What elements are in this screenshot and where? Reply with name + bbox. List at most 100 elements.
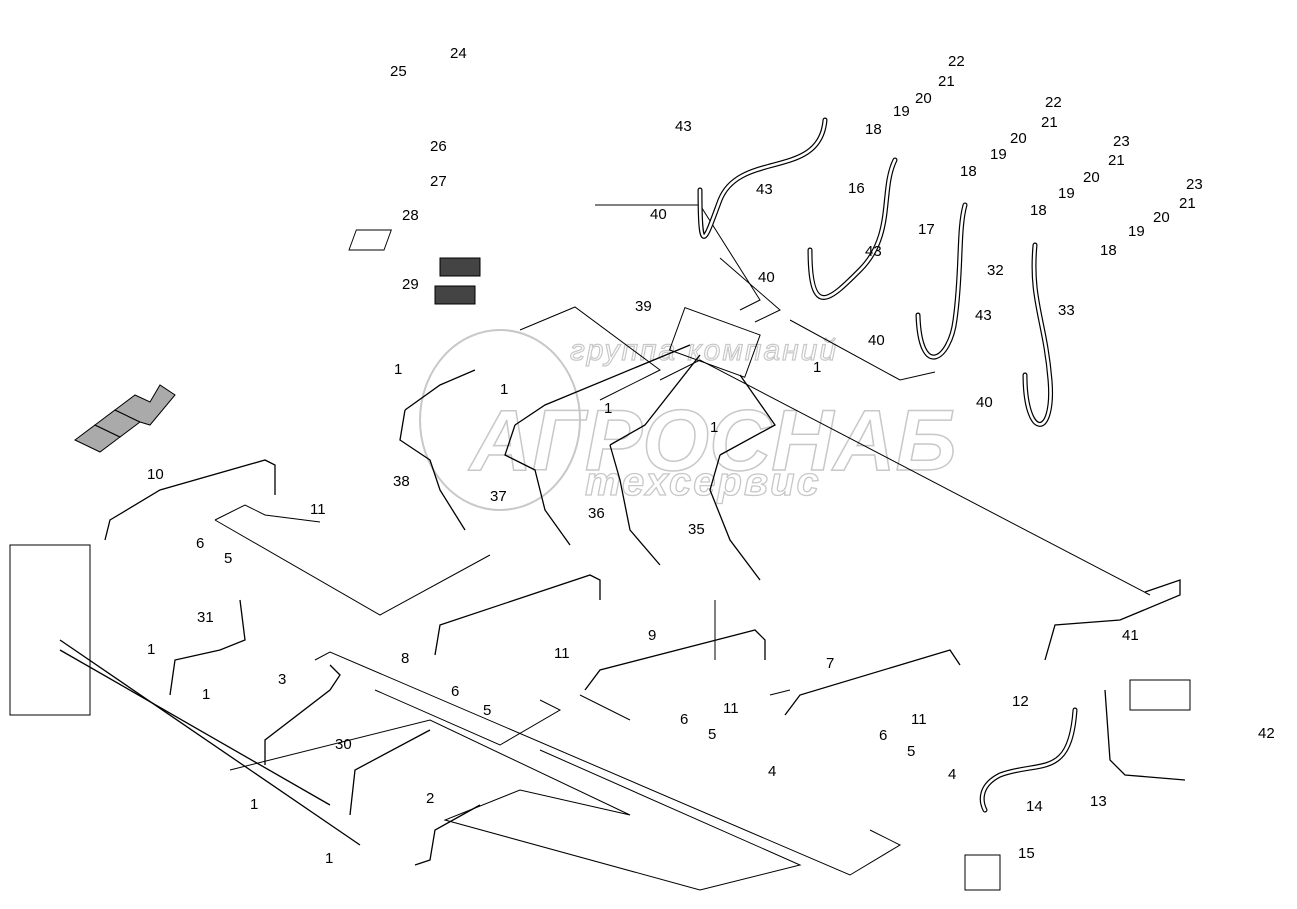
callout-20: 20	[1083, 169, 1100, 186]
frame-line	[769, 689, 791, 696]
callout-5: 5	[483, 702, 491, 719]
clamp-part-28	[348, 229, 392, 251]
callout-5: 5	[224, 550, 232, 567]
callout-1: 1	[710, 419, 718, 436]
callout-20: 20	[1153, 209, 1170, 226]
callout-23: 23	[1113, 133, 1130, 150]
pipe-8	[434, 574, 601, 656]
hose-33	[1022, 242, 1054, 427]
callout-7: 7	[826, 655, 834, 672]
callout-19: 19	[1058, 185, 1075, 202]
callout-31: 31	[197, 609, 214, 626]
pipe-1-long	[59, 649, 331, 806]
callout-43: 43	[975, 307, 992, 324]
frame-line	[789, 319, 936, 381]
callout-43: 43	[865, 243, 882, 260]
callout-17: 17	[918, 221, 935, 238]
callout-4: 4	[768, 763, 776, 780]
direction-arrow-icon	[114, 384, 176, 426]
callout-21: 21	[1041, 114, 1058, 131]
hose-16	[697, 117, 828, 239]
frame-line	[314, 651, 902, 876]
watermark-logo-emblem	[419, 329, 581, 511]
pipe-13	[1104, 689, 1186, 781]
pipe-2	[414, 804, 481, 866]
control-valve-block	[9, 544, 91, 716]
callout-21: 21	[1108, 152, 1125, 169]
hydraulic-pipes	[59, 344, 1186, 866]
callout-32: 32	[987, 262, 1004, 279]
callout-36: 36	[588, 505, 605, 522]
pipe-38	[399, 409, 466, 531]
clamp-part-29a	[439, 257, 481, 277]
callout-33: 33	[1058, 302, 1075, 319]
callout-40: 40	[758, 269, 775, 286]
pipe-37-top	[514, 344, 691, 426]
callout-21: 21	[938, 73, 955, 90]
callout-1: 1	[394, 361, 402, 378]
callout-30: 30	[335, 736, 352, 753]
pipe-41	[1044, 579, 1181, 661]
callout-22: 22	[948, 53, 965, 70]
pipe-35	[709, 454, 761, 581]
distribution-block-39	[668, 307, 761, 378]
frame-line	[719, 257, 781, 323]
callout-27: 27	[430, 173, 447, 190]
pipe-30	[349, 729, 431, 816]
callout-10: 10	[147, 466, 164, 483]
callout-39: 39	[635, 298, 652, 315]
frame-line	[229, 719, 802, 891]
callout-5: 5	[708, 726, 716, 743]
frame-line	[519, 306, 661, 401]
callout-41: 41	[1122, 627, 1139, 644]
callout-9: 9	[648, 627, 656, 644]
callout-26: 26	[430, 138, 447, 155]
callout-11: 11	[554, 645, 570, 662]
callout-40: 40	[976, 394, 993, 411]
callout-15: 15	[1018, 845, 1035, 862]
callout-2: 2	[426, 790, 434, 807]
frame-line	[214, 504, 321, 523]
frame-line	[595, 204, 761, 311]
callout-43: 43	[756, 181, 773, 198]
callout-22: 22	[1045, 94, 1062, 111]
frame-line	[214, 519, 491, 616]
callout-11: 11	[723, 700, 739, 717]
callout-11: 11	[911, 711, 927, 728]
callout-6: 6	[879, 727, 887, 744]
callout-18: 18	[865, 121, 882, 138]
callout-6: 6	[680, 711, 688, 728]
port-fitting	[964, 854, 1001, 891]
callout-6: 6	[196, 535, 204, 552]
callout-19: 19	[990, 146, 1007, 163]
callout-23: 23	[1186, 176, 1203, 193]
watermark-line2: АГРОСНАБ	[468, 393, 956, 489]
pipe-3	[264, 664, 341, 765]
callout-43: 43	[675, 118, 692, 135]
callout-5: 5	[907, 743, 915, 760]
watermark: группа компаний АГРОСНАБ техсервис	[419, 329, 957, 511]
callout-11: 11	[310, 501, 326, 518]
components	[9, 229, 1191, 891]
clamp-part-29b	[434, 285, 476, 305]
callout-8: 8	[401, 650, 409, 667]
callout-35: 35	[688, 521, 705, 538]
pipe-10	[104, 459, 276, 541]
callout-20: 20	[1010, 130, 1027, 147]
assembly-frames	[214, 204, 1151, 891]
callout-40: 40	[650, 206, 667, 223]
pipe-1-long	[59, 639, 361, 846]
callout-28: 28	[402, 207, 419, 224]
callout-21: 21	[1179, 195, 1196, 212]
pipe-36-top	[609, 354, 701, 446]
callout-16: 16	[848, 180, 865, 197]
callout-18: 18	[1030, 202, 1047, 219]
callout-13: 13	[1090, 793, 1107, 810]
pipe-36	[609, 444, 661, 566]
callout-1: 1	[604, 400, 612, 417]
pipe-31	[169, 599, 246, 696]
callout-18: 18	[960, 163, 977, 180]
callout-4: 4	[948, 766, 956, 783]
